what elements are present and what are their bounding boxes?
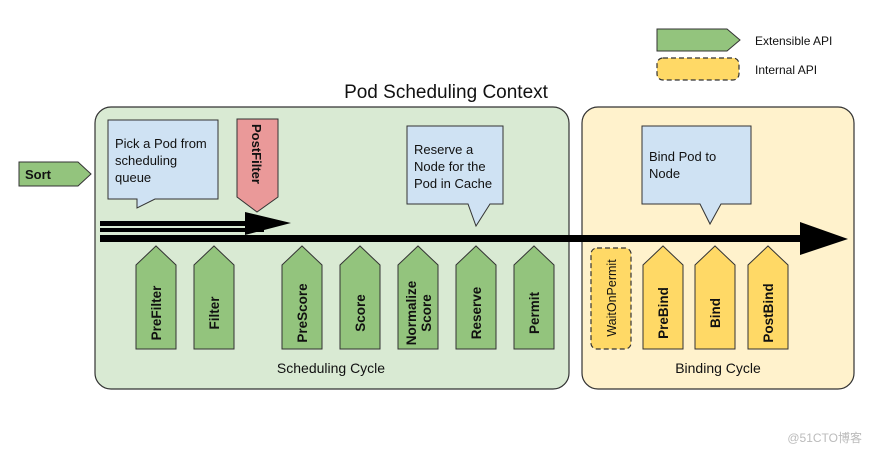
plugin-prefilter-shape [135,245,177,350]
main-flow-arrowhead [800,222,848,255]
scheduling-cycle-label: Scheduling Cycle [277,360,385,376]
callout-pick-line-1: Pick a Pod from [115,136,207,151]
sort-plugin: Sort [18,161,92,187]
plugin-prefilter-label: PreFilter [149,285,164,341]
plugin-permit-label: Permit [527,291,542,334]
plugin-normalize-score-shape [397,245,439,350]
plugin-normalize-score: NormalizeScore [397,245,439,350]
legend-extensible-swatch [656,28,741,52]
plugin-bind: Bind [694,245,736,350]
plugin-prescore-label: PreScore [295,283,310,343]
plugin-permit-shape [513,245,555,350]
legend-extensible-label: Extensible API [755,34,832,48]
watermark: @51CTO博客 [787,430,862,445]
plugin-prebind-label: PreBind [656,287,671,339]
plugin-reserve-label: Reserve [469,286,484,339]
plugin-prebind-shape [642,245,684,350]
callout-reserve-line-2: Node for the [414,159,486,174]
plugin-reserve: Reserve [455,245,497,350]
callout-pick-pod: Pick a Pod from scheduling queue [107,119,219,209]
flow-arrows [100,212,848,255]
plugin-filter-label: Filter [207,296,222,330]
plugin-prebind: PreBind [642,245,684,350]
callout-reserve-line-3: Pod in Cache [414,176,492,191]
upper-track-bar [100,228,264,232]
plugin-permit: Permit [513,245,555,350]
postfilter-plugin: PostFilter [236,118,279,213]
plugin-bind-label: Bind [708,298,723,328]
plugin-filter: Filter [193,245,235,350]
plugin-postbind-shape [747,245,789,350]
diagram-title: Pod Scheduling Context [344,82,549,103]
svg-text:Bind Pod to Node: Bind Pod to Node [649,149,720,181]
waitonpermit-label: WaitOnPermit [605,259,619,337]
plugin-bind-shape [694,245,736,350]
plugin-prescore-shape [281,245,323,350]
postfilter-label: PostFilter [249,124,264,184]
plugin-score-label: Score [353,294,368,332]
plugin-score: Score [339,245,381,350]
callout-pick-line-2: scheduling [115,153,177,168]
plugin-prefilter: PreFilter [135,245,177,350]
callout-reserve-line-1: Reserve a [414,142,474,157]
plugin-postbind-label: PostBind [761,283,776,342]
legend: Extensible API Internal API [656,28,832,81]
plugin-score-shape [339,245,381,350]
plugin-normalize-score-label: NormalizeScore [404,280,434,345]
svg-text:Reserve a Node for the: Reserve a Node for the Pod in Cache [414,142,492,191]
filter-loop-bar [100,221,250,226]
legend-internal-label: Internal API [755,63,817,77]
legend-internal-swatch [656,57,740,81]
scheduling-plugins: PreFilter Filter PreScore Score NormalizeSco… [135,245,555,350]
plugin-filter-shape [193,245,235,350]
callout-pick-line-3: queue [115,170,151,185]
waitonpermit-plugin: WaitOnPermit [590,247,632,350]
plugin-postbind: PostBind [747,245,789,350]
binding-plugins: PreBind Bind PostBind [642,245,789,350]
binding-cycle-label: Binding Cycle [675,360,761,376]
callout-bind-line-2: Node [649,166,680,181]
svg-text:Pick a Pod from scheduli: Pick a Pod from scheduling queue [115,136,210,185]
sort-label: Sort [25,167,52,182]
callout-reserve-node: Reserve a Node for the Pod in Cache [406,125,504,228]
plugin-prescore: PreScore [281,245,323,350]
plugin-reserve-shape [455,245,497,350]
main-flow-bar [100,235,808,242]
callout-bind-pod: Bind Pod to Node [641,125,752,226]
callout-bind-line-1: Bind Pod to [649,149,716,164]
